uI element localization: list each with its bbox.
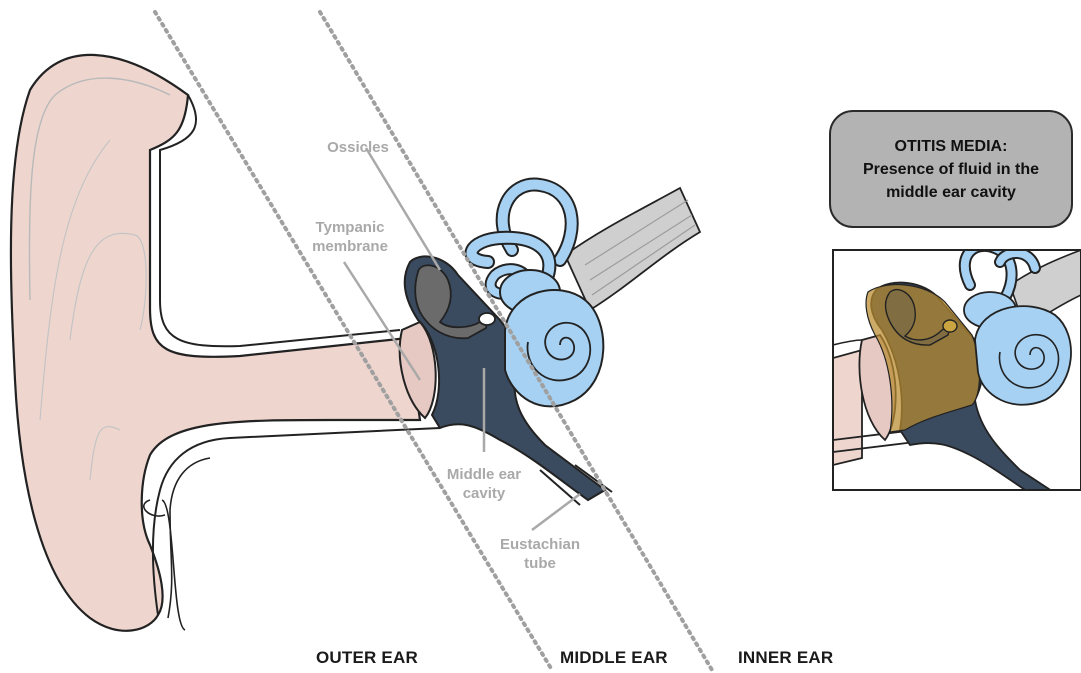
eustachian-tube-leader xyxy=(532,494,580,530)
callout-line-2: Presence of fluid in the xyxy=(863,158,1039,181)
region-middle-ear: MIDDLE EAR xyxy=(560,648,668,668)
callout-title: OTITIS MEDIA: xyxy=(895,135,1008,158)
otitis-media-callout: OTITIS MEDIA: Presence of fluid in the m… xyxy=(829,110,1073,228)
region-outer-ear: OUTER EAR xyxy=(316,648,418,668)
label-tympanic-membrane: Tympanic membrane xyxy=(300,218,400,256)
otitis-inset xyxy=(833,246,1081,500)
cochlear-nerve-shape xyxy=(565,188,700,310)
label-middle-ear-cavity: Middle ear cavity xyxy=(432,465,536,503)
label-ossicles: Ossicles xyxy=(308,138,408,157)
region-inner-ear: INNER EAR xyxy=(738,648,833,668)
callout-line-3: middle ear cavity xyxy=(886,181,1016,204)
label-eustachian-tube: Eustachian tube xyxy=(488,535,592,573)
